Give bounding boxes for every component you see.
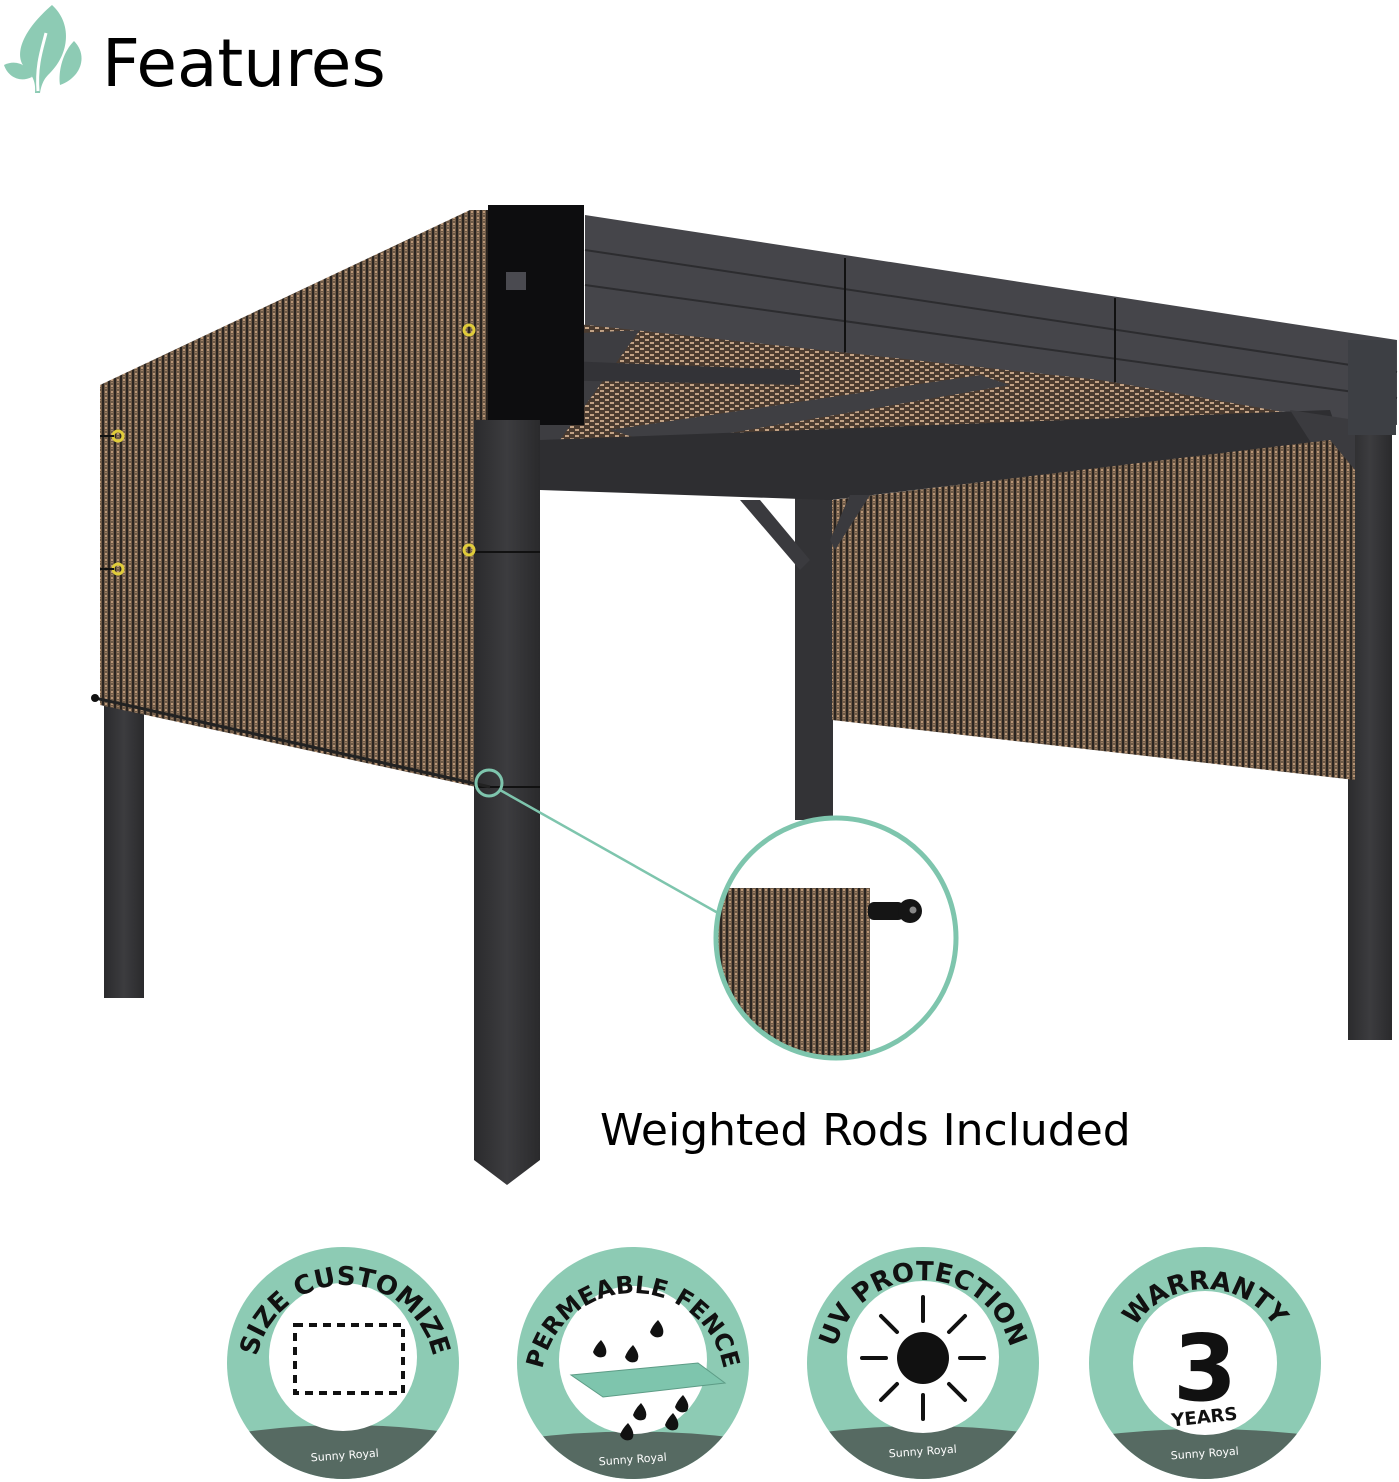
callout-caption: Weighted Rods Included: [600, 1105, 1131, 1156]
pergola-illustration: [91, 205, 1398, 1185]
grommet-icon: [100, 323, 476, 576]
badge-brand: Sunny Royal: [310, 1447, 379, 1465]
badge-brand: Sunny Royal: [888, 1443, 957, 1461]
feature-badges: SIZE CUSTOMIZE Sunny Royal: [225, 1245, 1335, 1480]
page-title: Features: [102, 25, 386, 102]
badge-brand: Sunny Royal: [598, 1451, 667, 1469]
badge-brand: Sunny Royal: [1170, 1445, 1239, 1463]
badge-size-customize: SIZE CUSTOMIZE Sunny Royal: [225, 1245, 465, 1480]
magnifier-callout-icon: [474, 768, 959, 1061]
badge-uv-protection: UV PROTECTION Sunny Royal: [803, 1245, 1043, 1480]
sun-icon: [860, 1295, 986, 1421]
raindrops-through-panel-icon: [569, 1320, 727, 1441]
leaf-icon: [4, 5, 82, 93]
badge-permeable-fence: PERMEABLE FENCE Sunny Royal: [513, 1245, 753, 1480]
three-years-icon: 3: [1173, 1315, 1237, 1422]
badge-warranty: 3 YEARS WARRANTY Sunny Royal: [1085, 1245, 1325, 1480]
header: Features: [0, 0, 600, 110]
dashed-rectangle-icon: [293, 1323, 405, 1395]
